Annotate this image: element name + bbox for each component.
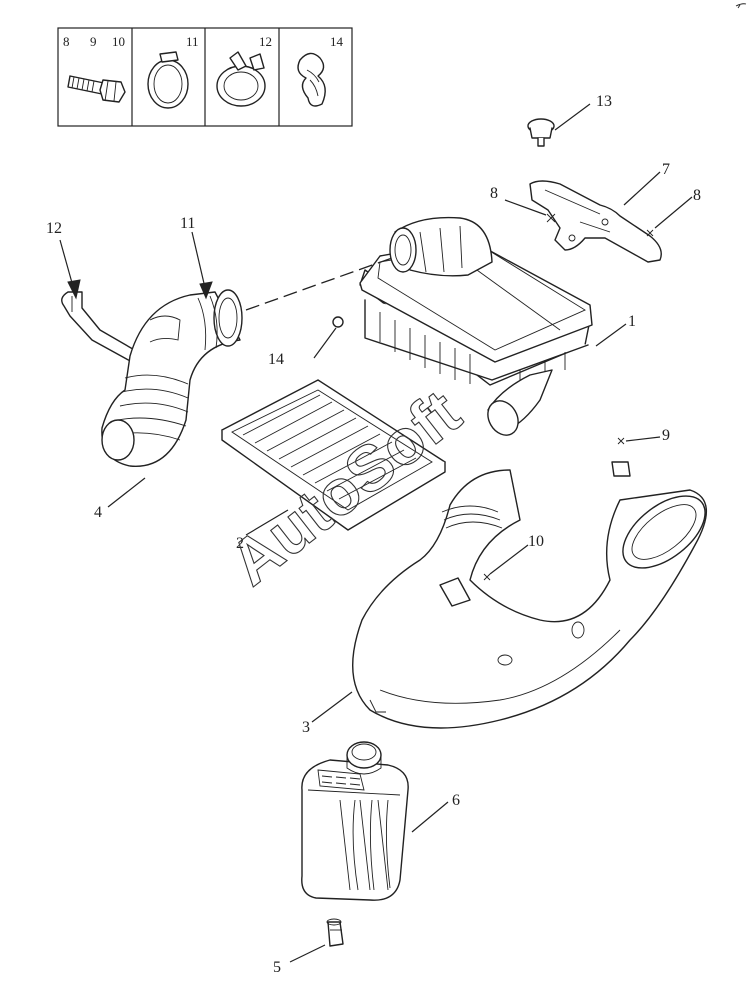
hose-clamp-icon [147, 51, 189, 109]
mounting-bracket [529, 180, 662, 263]
panel-label-12: 12 [259, 34, 272, 49]
cross-mark-8a [546, 213, 556, 223]
cross-mark-9 [617, 437, 625, 445]
drain-valve [326, 918, 344, 947]
intake-duct-large [352, 461, 708, 729]
leader-lines [59, 103, 693, 963]
air-cleaner-housing [359, 216, 593, 436]
hardware-panel: 8 9 10 11 12 14 [57, 27, 353, 127]
filter-element [221, 379, 446, 531]
panel-label-8: 8 [63, 34, 70, 49]
callout-11: 11 [180, 215, 195, 232]
resonator-box [301, 741, 409, 901]
grommet [527, 118, 555, 147]
panel-label-14: 14 [330, 34, 344, 49]
cross-mark-10 [483, 573, 491, 581]
callout-13: 13 [596, 93, 612, 110]
breather-hose [61, 291, 139, 363]
intake-hose-corrugated [101, 289, 243, 467]
bolt-icon [67, 75, 126, 103]
callout-10: 10 [528, 533, 544, 550]
callout-8b: 8 [693, 187, 701, 204]
callout-9: 9 [662, 427, 670, 444]
callout-5: 5 [273, 959, 281, 976]
callout-6: 6 [452, 792, 460, 809]
cross-mark-8b [646, 229, 654, 237]
panel-label-9: 9 [90, 34, 97, 49]
wire-clip-icon [297, 52, 326, 107]
callout-2: 2 [236, 535, 244, 552]
panel-label-11: 11 [186, 34, 199, 49]
callout-7: 7 [662, 161, 670, 178]
leader-dashed [245, 257, 393, 311]
callout-4: 4 [94, 504, 102, 521]
clip-14 [332, 316, 344, 328]
callout-3: 3 [302, 719, 310, 736]
corner-mark [735, 3, 747, 9]
callout-14: 14 [268, 351, 284, 368]
panel-label-10: 10 [112, 34, 125, 49]
callout-12: 12 [46, 220, 62, 237]
spring-clamp-icon [216, 51, 266, 107]
callout-8a: 8 [490, 185, 498, 202]
callout-1: 1 [628, 313, 636, 330]
